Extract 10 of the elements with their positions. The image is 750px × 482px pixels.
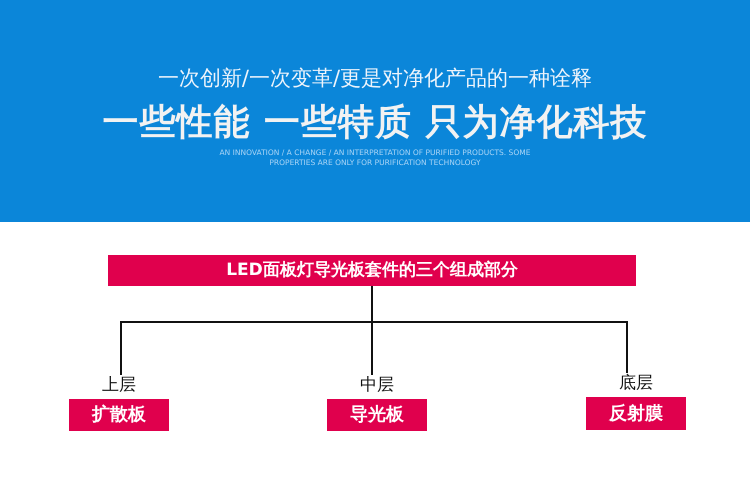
heading-box: LED面板灯导光板套件的三个组成部分 [108,255,636,286]
subtitle: 一次创新/一次变革/更是对净化产品的一种诠释 [156,65,594,92]
layer-label: 上层 [101,375,137,397]
layer-label: 中层 [359,375,395,397]
part-box: 导光板 [327,399,427,431]
part-box: 反射膜 [586,397,686,430]
layer-label: 底层 [618,373,654,395]
connector-line [371,286,628,373]
part-box: 扩散板 [69,399,169,431]
title: 一些性能 一些特质 只为净化科技 [101,101,649,145]
